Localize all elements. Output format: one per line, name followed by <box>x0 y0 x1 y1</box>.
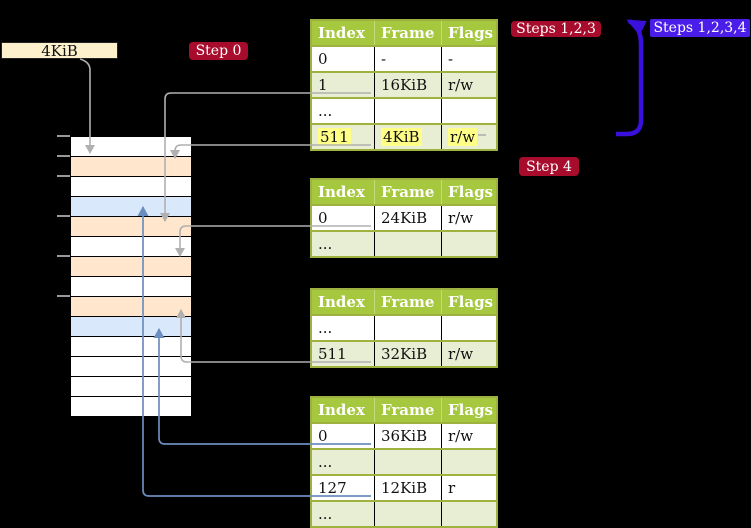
memory-frame-row <box>71 357 191 377</box>
loop-arrow-back-to-table1 <box>616 18 647 137</box>
memory-frame-row <box>71 237 191 257</box>
physical-memory-strip <box>70 136 192 417</box>
table-cell: 0 <box>311 204 375 231</box>
column-header: Flags <box>441 289 497 315</box>
table-cell <box>374 500 442 527</box>
table-cell: r/w <box>441 340 497 367</box>
table-cell: ... <box>311 230 375 257</box>
table-row: 511 4KiB r/w <box>311 123 497 150</box>
table-cell: - <box>374 45 442 72</box>
table-cell: r/w <box>441 422 497 449</box>
table-cell: ... <box>311 314 375 341</box>
memory-frame-row <box>71 277 191 297</box>
table-row: ... <box>311 500 497 527</box>
table-cell: 36KiB <box>374 422 442 449</box>
table-cell: - <box>441 45 497 72</box>
table-row: ... <box>311 314 497 341</box>
memory-frame-row <box>71 197 191 217</box>
table-cell: ... <box>311 500 375 527</box>
table-cell: r <box>441 474 497 501</box>
table-cell <box>441 314 497 341</box>
table-cell <box>441 97 497 124</box>
table-cell <box>374 230 442 257</box>
frame-size-label: 4KiB <box>1 42 118 60</box>
table-cell <box>441 500 497 527</box>
column-header: Frame <box>374 397 442 423</box>
table-cell <box>374 448 442 475</box>
table-cell: 24KiB <box>374 204 442 231</box>
column-header: Index <box>311 397 375 423</box>
memory-frame-row <box>71 137 191 157</box>
table-cell <box>441 230 497 257</box>
table-cell: 0 <box>311 45 375 72</box>
memory-frame-row <box>71 317 191 337</box>
memory-frame-row <box>71 157 191 177</box>
column-header: Flags <box>441 179 497 205</box>
column-header: Index <box>311 179 375 205</box>
column-header: Frame <box>374 20 442 46</box>
memory-frame-row <box>71 337 191 357</box>
badge-steps-1-2-3-4: Steps 1,2,3,4 <box>650 19 750 37</box>
table-cell: r/w <box>441 123 497 150</box>
highlighted-value: 4KiB <box>381 128 422 146</box>
table-cell: ... <box>311 97 375 124</box>
table-cell: 1 <box>311 71 375 98</box>
table-cell: 16KiB <box>374 71 442 98</box>
table-cell: r/w <box>441 204 497 231</box>
table-row: 0-- <box>311 45 497 72</box>
memory-frame-row <box>71 217 191 237</box>
highlighted-value: r/w <box>448 128 478 146</box>
column-header: Flags <box>441 20 497 46</box>
table-cell: 12KiB <box>374 474 442 501</box>
column-header: Frame <box>374 179 442 205</box>
table-row: ... <box>311 230 497 257</box>
badge-step-4: Step 4 <box>519 157 579 176</box>
table-cell: 127 <box>311 474 375 501</box>
memory-frame-row <box>71 297 191 317</box>
memory-frame-row <box>71 397 191 416</box>
memory-frame-row <box>71 177 191 197</box>
column-header: Index <box>311 20 375 46</box>
table-cell: 0 <box>311 422 375 449</box>
table-cell <box>374 314 442 341</box>
column-header: Flags <box>441 397 497 423</box>
table-cell: r/w <box>441 71 497 98</box>
table-cell: 511 <box>311 123 375 150</box>
memory-frame-row <box>71 257 191 277</box>
table-row: ... <box>311 97 497 124</box>
table-cell: ... <box>311 448 375 475</box>
table-row: ... <box>311 448 497 475</box>
table-cell: 511 <box>311 340 375 367</box>
table-cell: 4KiB <box>374 123 442 150</box>
column-header: Index <box>311 289 375 315</box>
column-header: Frame <box>374 289 442 315</box>
badge-step-0: Step 0 <box>189 42 248 60</box>
highlighted-value: 511 <box>318 128 351 146</box>
table-cell <box>374 97 442 124</box>
memory-frame-row <box>71 377 191 397</box>
badge-steps-1-2-3: Steps 1,2,3 <box>511 21 601 37</box>
table-cell <box>441 448 497 475</box>
table-cell: 32KiB <box>374 340 442 367</box>
